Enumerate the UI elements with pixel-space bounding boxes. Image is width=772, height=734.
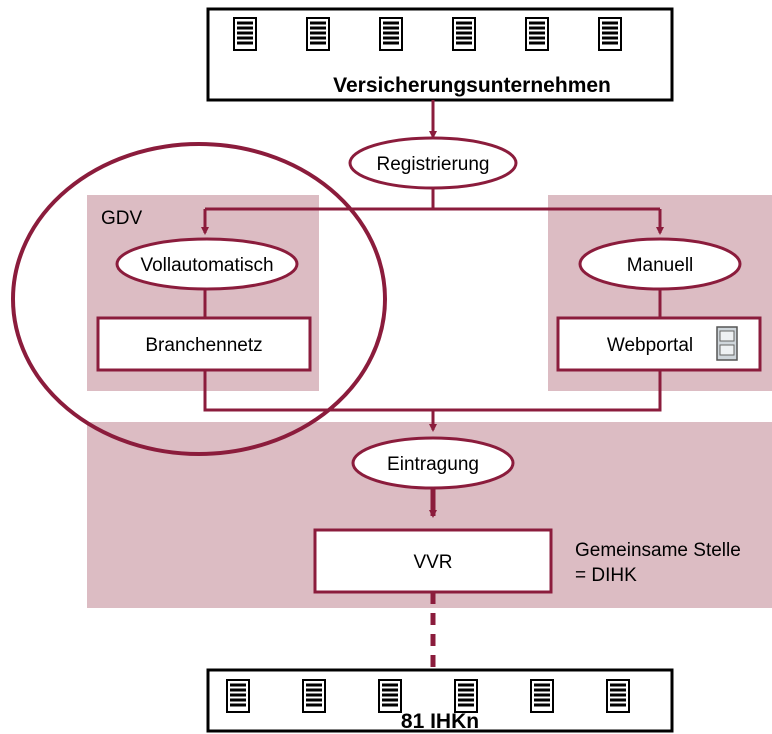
automatic-label: Vollautomatisch: [140, 255, 273, 276]
industry-network-box: [96, 316, 312, 372]
document-stack-icon: [597, 16, 623, 52]
registration-label: Registrierung: [377, 154, 490, 175]
insurer-box: [206, 7, 674, 102]
joint-body-line1: Gemeinsame Stelle: [575, 540, 741, 561]
vvr-label: VVR: [413, 552, 452, 573]
ihk-box: [206, 668, 674, 733]
insurer-label: Versicherungsunternehmen: [333, 74, 611, 97]
document-stack-icon: [524, 16, 550, 52]
webportal-label: Webportal: [607, 335, 693, 356]
document-stack-icon: [451, 16, 477, 52]
ihk-label: 81 IHKn: [401, 710, 479, 733]
document-stack-icon: [232, 16, 258, 52]
vvr-box: [313, 528, 553, 594]
industry-network-label: Branchennetz: [145, 335, 262, 356]
document-stack-icon: [377, 678, 403, 714]
entry-label: Eintragung: [387, 454, 479, 475]
joint-body-line2: = DIHK: [575, 565, 637, 586]
manual-node: [578, 237, 742, 291]
document-stack-icon: [301, 678, 327, 714]
gdv-label: GDV: [101, 208, 143, 229]
automatic-node: [115, 237, 299, 291]
entry-node: [351, 436, 515, 490]
document-stack-icon: [378, 16, 404, 52]
gdv-highlight-circle: [11, 142, 387, 456]
document-stack-icon: [453, 678, 479, 714]
document-stack-icon: [605, 678, 631, 714]
document-stack-icon: [225, 678, 251, 714]
document-stack-icon: [305, 16, 331, 52]
registration-node: [348, 136, 518, 190]
document-stack-icon: [529, 678, 555, 714]
window-icon: [716, 326, 738, 361]
manual-label: Manuell: [627, 255, 694, 276]
